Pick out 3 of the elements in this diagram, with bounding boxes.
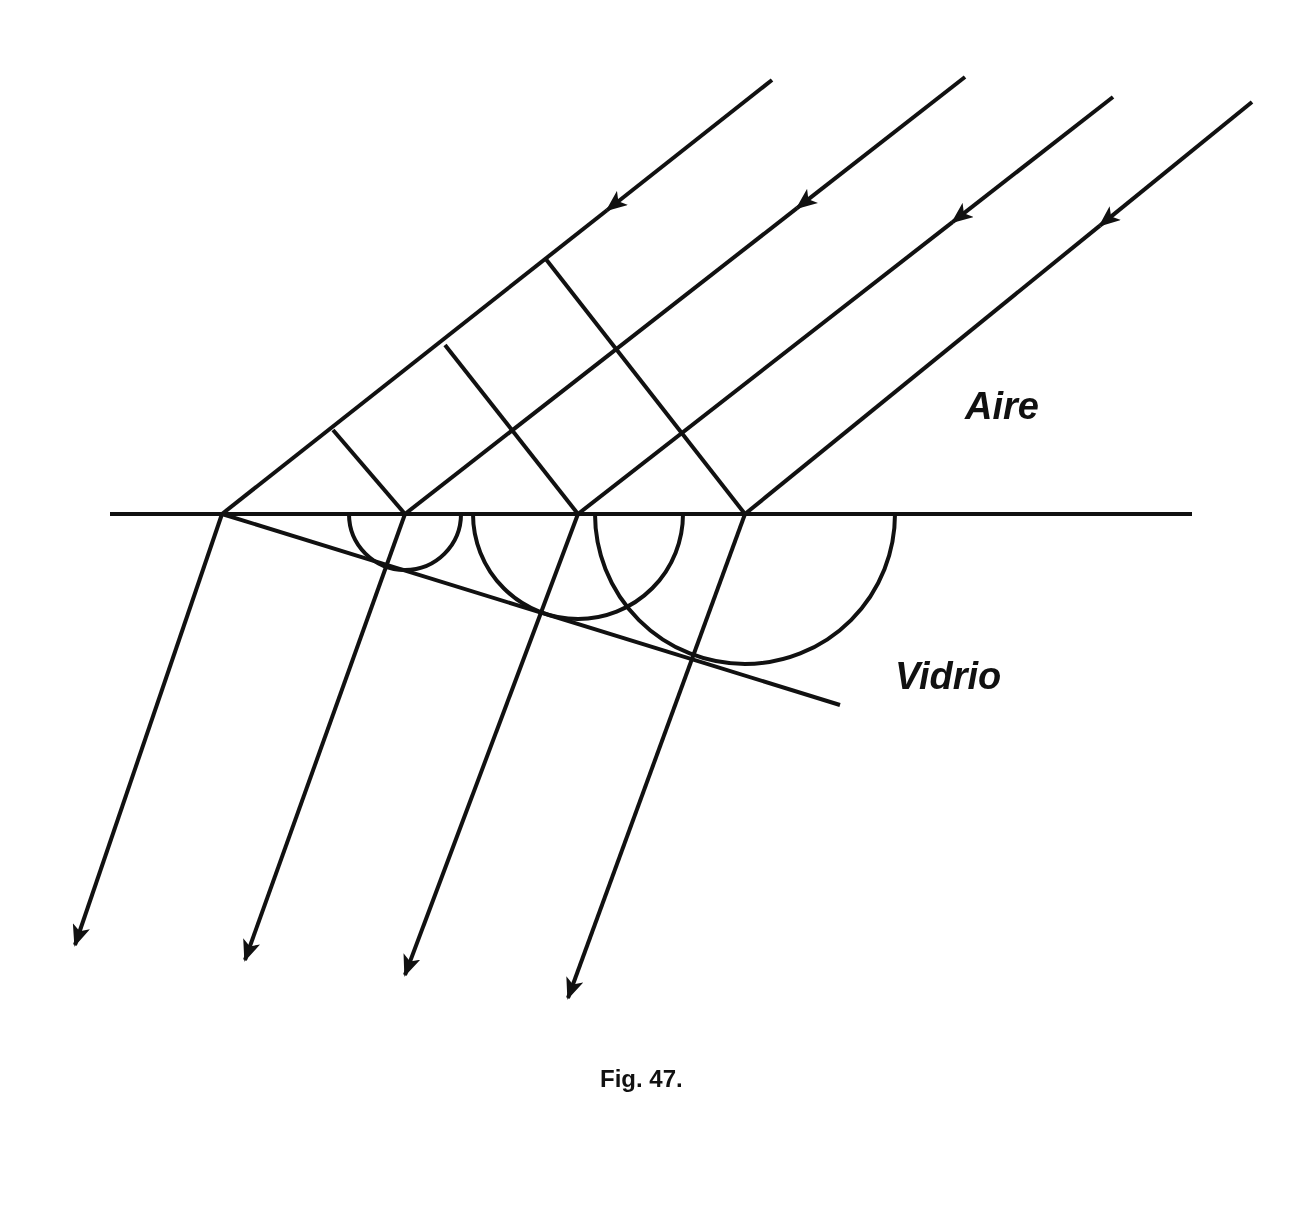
figure-caption: Fig. 47. (600, 1065, 683, 1093)
medium-label: Aire (965, 385, 1039, 428)
medium-label: Vidrio (895, 655, 1002, 698)
